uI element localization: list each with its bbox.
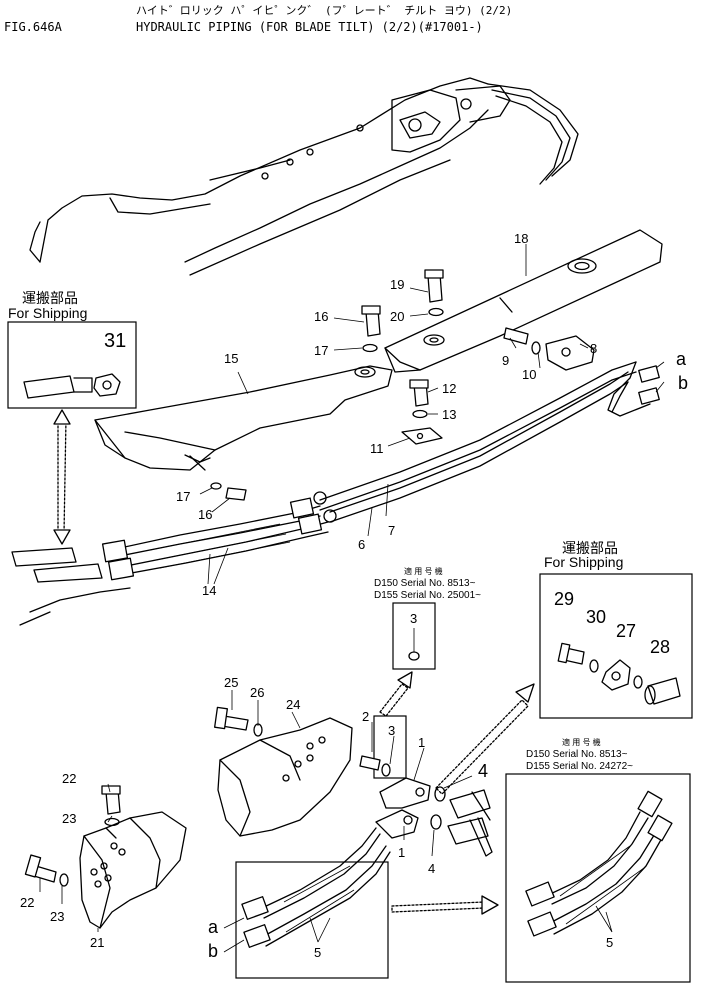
- callout-15: 15: [224, 351, 239, 366]
- arrow-vertical: [53, 409, 71, 545]
- callout-17-lower: 17: [176, 489, 191, 504]
- bracket-24: [214, 706, 353, 837]
- callout-13: 13: [442, 407, 457, 422]
- hose-box-left: [235, 827, 391, 979]
- arrow-up-small: [379, 671, 413, 717]
- shipping-left-jp: 運搬部品: [22, 290, 78, 306]
- bracket-11: [401, 427, 443, 445]
- callout-30: 30: [586, 607, 607, 627]
- callout-24: 24: [286, 697, 301, 712]
- hoses-14: [11, 491, 337, 626]
- callout-11: 11: [370, 441, 384, 456]
- callout-b-upper: b: [678, 373, 689, 393]
- shipping-right-jp: 運搬部品: [562, 540, 618, 556]
- callout-4-lower: 4: [428, 861, 436, 876]
- arrow-horizontal: [391, 895, 499, 915]
- callout-9: 9: [502, 353, 510, 368]
- callout-8: 8: [590, 341, 598, 356]
- callout-18: 18: [514, 231, 529, 246]
- shipping-box-left: [7, 321, 137, 409]
- callout-5-serial: 5: [606, 935, 614, 950]
- callout-26: 26: [250, 685, 265, 700]
- callout-3: 3: [388, 723, 396, 738]
- serial-note-1-jp: 適 用 号 機: [404, 567, 443, 576]
- serial-note-1-line1: D150 Serial No. 8513~: [374, 578, 476, 589]
- callout-20: 20: [390, 309, 405, 324]
- callout-16-lower: 16: [198, 507, 213, 522]
- hose-box-right: [505, 773, 691, 983]
- arrow-diagonal: [435, 683, 535, 795]
- serial-note-2-line1: D150 Serial No. 8513~: [526, 749, 628, 760]
- bracket-21: [24, 785, 187, 929]
- serial-note-2-line2: D155 Serial No. 24272~: [526, 761, 634, 772]
- callout-25: 25: [224, 675, 239, 690]
- callout-4-upper: 4: [478, 761, 489, 781]
- callout-a-upper: a: [676, 349, 687, 369]
- callout-2: 2: [362, 709, 370, 724]
- callout-6: 6: [358, 537, 366, 552]
- callout-17-upper: 17: [314, 343, 329, 358]
- callout-29: 29: [554, 589, 575, 609]
- page-title: HYDRAULIC PIPING (FOR BLADE TILT) (2/2)(…: [136, 20, 483, 34]
- callout-22-upper: 22: [62, 771, 77, 786]
- callout-22-lower: 22: [20, 895, 35, 910]
- callout-12: 12: [442, 381, 457, 396]
- serial-note-2-jp: 適 用 号 機: [562, 738, 601, 747]
- callout-14: 14: [202, 583, 217, 598]
- callout-28: 28: [650, 637, 671, 657]
- callout-21: 21: [90, 935, 105, 950]
- callout-19: 19: [390, 277, 405, 292]
- callout-1-upper: 1: [418, 735, 426, 750]
- callout-3-serial: 3: [410, 611, 418, 626]
- callout-23-upper: 23: [62, 811, 77, 826]
- callout-23-lower: 23: [50, 909, 65, 924]
- callout-10: 10: [522, 367, 537, 382]
- bolts-upper: [210, 269, 541, 501]
- pipes-6-7: [319, 361, 660, 523]
- callout-1-lower: 1: [398, 845, 406, 860]
- clamp-8: [545, 335, 595, 371]
- figure-number: FIG.646A: [4, 20, 62, 34]
- shipping-box-right: [539, 573, 693, 719]
- shipping-left-en: For Shipping: [8, 305, 88, 321]
- callout-16-upper: 16: [314, 309, 329, 324]
- callout-b-lower: b: [208, 941, 219, 961]
- callout-7: 7: [388, 523, 396, 538]
- machine-arm: [29, 77, 579, 276]
- serial-note-1-line2: D155 Serial No. 25001~: [374, 590, 482, 601]
- shipping-right-en: For Shipping: [544, 554, 624, 570]
- callout-27: 27: [616, 621, 637, 641]
- fittings: [359, 715, 493, 857]
- leader-lines: [39, 244, 665, 953]
- callout-a-lower: a: [208, 917, 219, 937]
- cover-15: [94, 365, 393, 471]
- callout-31: 31: [104, 330, 127, 352]
- beam-18: [384, 229, 663, 373]
- title-japanese: ハイト゛ロリック ハ゜イヒ゜ンク゛ (フ゜レート゛ チルト ヨウ) (2/2): [136, 4, 513, 17]
- callout-5: 5: [314, 945, 322, 960]
